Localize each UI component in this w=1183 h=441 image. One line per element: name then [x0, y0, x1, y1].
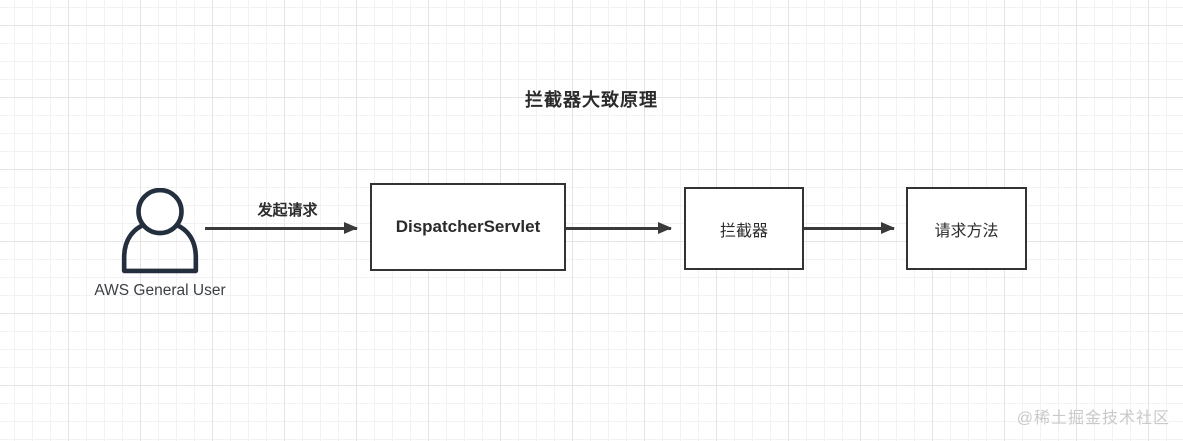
arrow-dispatcher-to-interceptor [566, 222, 672, 235]
arrowhead-icon [658, 222, 672, 235]
arrow-interceptor-to-method [804, 222, 895, 235]
watermark: @稀土掘金技术社区 [1016, 410, 1170, 427]
arrowhead-icon [344, 222, 358, 235]
node-request-method: 请求方法 [906, 187, 1027, 270]
node-label: DispatcherServlet [395, 217, 541, 236]
request-arrow-label: 发起请求 [257, 202, 318, 219]
actor-label: AWS General User [94, 282, 226, 299]
node-dispatcher-servlet: DispatcherServlet [370, 183, 566, 271]
diagram-title: 拦截器大致原理 [525, 90, 658, 110]
node-label: 请求方法 [934, 222, 999, 240]
user-icon [121, 188, 199, 274]
node-interceptor: 拦截器 [684, 187, 804, 270]
node-label: 拦截器 [719, 222, 768, 240]
arrowhead-icon [881, 222, 895, 235]
arrow-user-to-dispatcher [205, 222, 358, 235]
actor-user [118, 188, 202, 274]
